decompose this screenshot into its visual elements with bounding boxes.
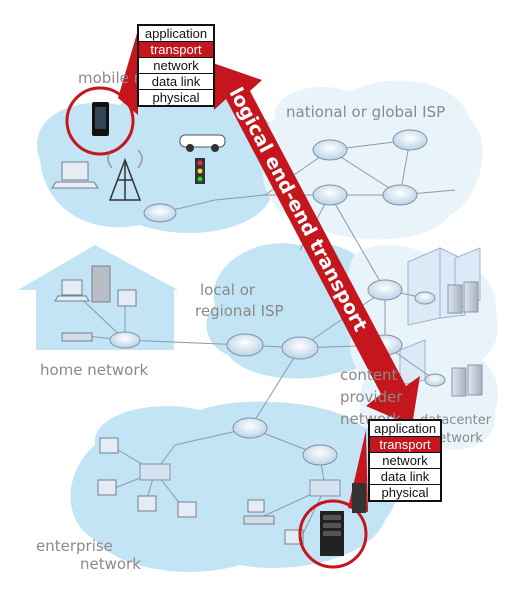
logical-end-end-arrow <box>210 62 420 426</box>
national-isp-label: national or global ISP <box>286 103 446 121</box>
stack-bottom-layer: physical <box>381 485 429 500</box>
stack-top-layer: physical <box>152 90 200 105</box>
stack-top-layer: application <box>139 26 213 42</box>
content-provider-label-line2: provider <box>340 388 403 406</box>
enterprise-wifi-router-icon <box>243 515 275 525</box>
local-isp-label-line2: regional ISP <box>195 302 284 320</box>
content-servers-icon <box>447 281 483 397</box>
host-computers <box>51 161 304 545</box>
stack-top-layer: network <box>139 58 213 74</box>
enterprise-network-cloud <box>70 401 399 572</box>
server-callout <box>298 430 368 569</box>
stack-bottom-layer: transport <box>370 437 440 453</box>
stack-bottom-layer: application <box>370 421 440 437</box>
switches <box>139 463 341 497</box>
datacenter-label-line2: network <box>430 431 483 446</box>
stack-top-layer: data link <box>139 74 213 90</box>
mobile-phone-callout <box>65 30 138 156</box>
home-wifi-router-icon <box>61 332 93 342</box>
fridge-icon <box>91 265 111 303</box>
enterprise-network-label-line1: enterprise <box>36 537 113 555</box>
stack-bottom-layer: network <box>370 453 440 469</box>
home-network-label: home network <box>40 361 149 379</box>
enterprise-network-label-line2: network <box>80 555 141 573</box>
stack-top-layer: transport <box>139 42 213 58</box>
car-icon <box>179 134 226 152</box>
content-provider-label-line1: content <box>340 366 398 384</box>
traffic-light-icon <box>195 158 205 184</box>
local-isp-label-line1: local or <box>200 281 256 299</box>
stack-bottom-layer: data link <box>370 469 440 485</box>
